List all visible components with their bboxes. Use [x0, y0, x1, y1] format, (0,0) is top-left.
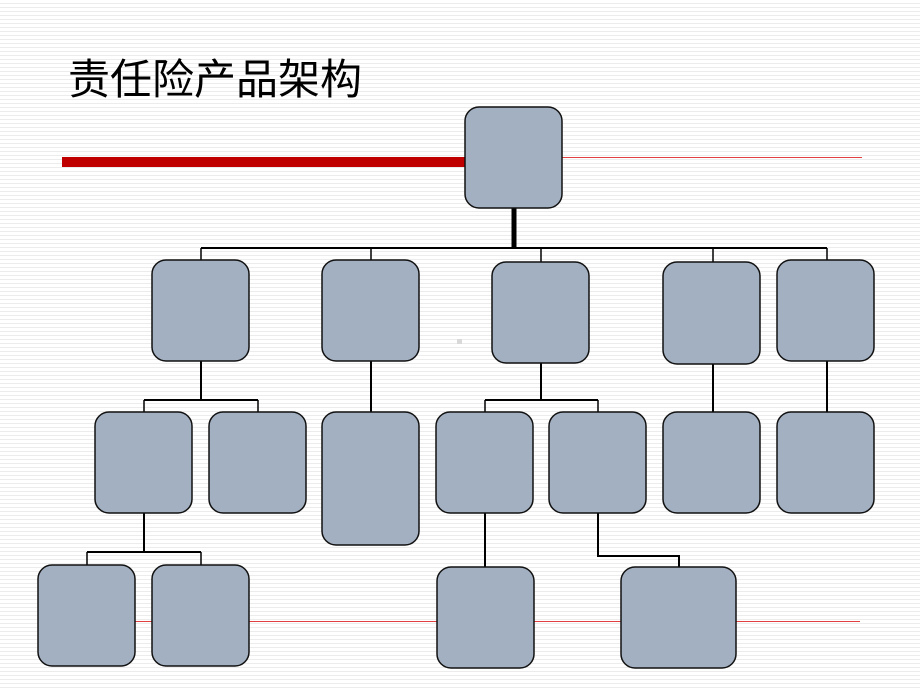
level1-node — [491, 261, 590, 364]
level1-node — [776, 259, 875, 362]
level2-node — [208, 411, 307, 514]
level3-node — [436, 566, 535, 669]
level2-node — [548, 411, 647, 514]
slide-title: 责任险产品架构 — [68, 55, 363, 104]
level2-node — [776, 411, 875, 514]
level3-node — [151, 564, 250, 667]
level3-node — [37, 564, 136, 667]
connector — [597, 513, 680, 567]
root-node — [464, 106, 563, 209]
level2-node — [662, 411, 761, 514]
level2-node — [435, 411, 534, 514]
org-nodes — [37, 106, 875, 669]
level1-node — [321, 259, 420, 362]
level1-node — [151, 259, 250, 362]
connectors — [86, 208, 828, 567]
center-marker — [457, 339, 462, 344]
accent-bar — [62, 157, 466, 167]
level2-node — [321, 411, 420, 546]
level3-node — [620, 566, 737, 669]
level1-node — [662, 261, 761, 365]
level2-node — [94, 411, 193, 514]
